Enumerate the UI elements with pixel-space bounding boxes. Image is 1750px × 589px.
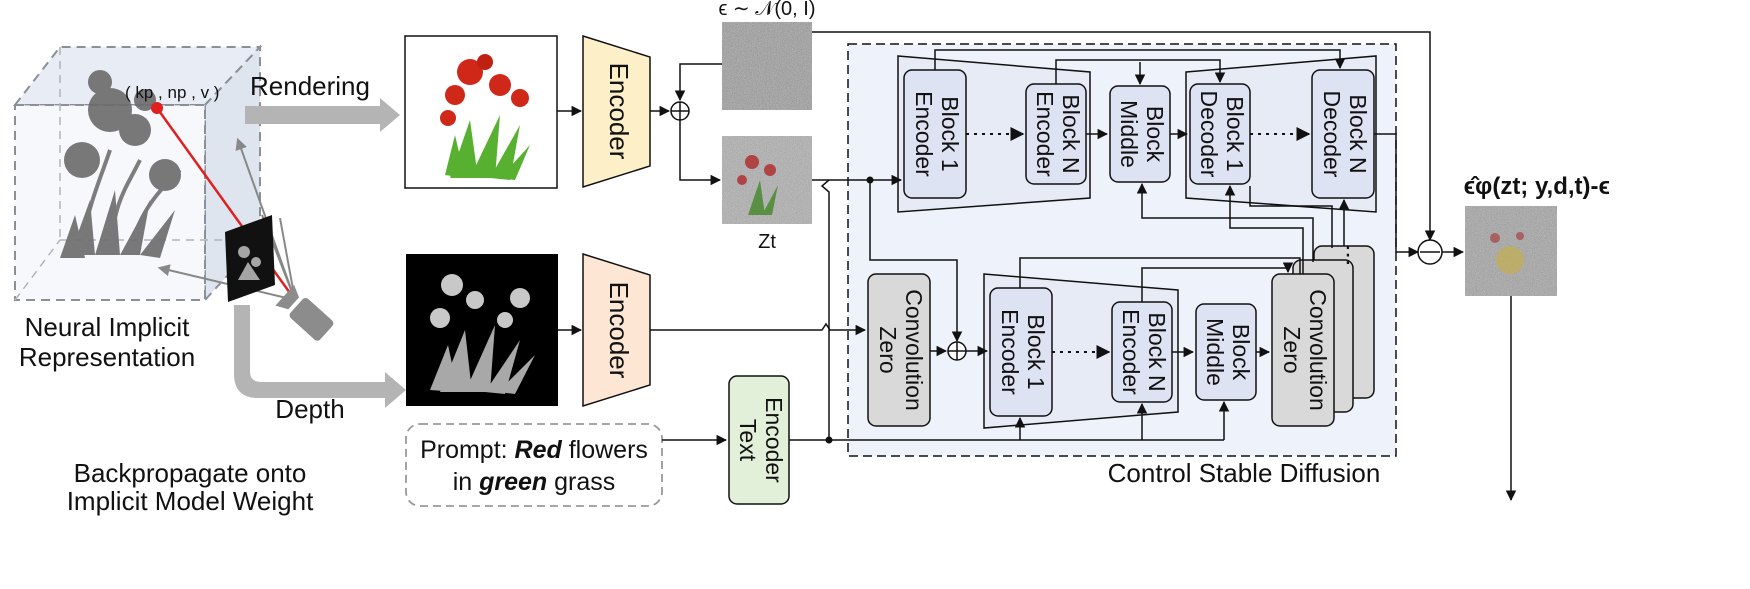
svg-text:Block 1: Block 1 [1222, 96, 1248, 171]
ctrl-encoder-block-1: Encoder Block 1 [989, 287, 1053, 417]
svg-text:Block N: Block N [1345, 94, 1371, 173]
nir-label-line1: Neural Implicit [25, 312, 190, 342]
svg-text:Encoder: Encoder [911, 91, 937, 177]
svg-text:Zero: Zero [1279, 326, 1305, 373]
svg-text:Decoder: Decoder [1319, 91, 1345, 178]
prompt-line-1: Prompt: Red flowers [420, 436, 648, 464]
svg-text:Block N: Block N [1144, 312, 1170, 391]
rendering-label: Rendering [250, 71, 370, 101]
svg-text:Middle: Middle [1116, 100, 1142, 168]
control-sd-label: Control Stable Diffusion [1108, 458, 1381, 488]
svg-text:Encoder: Encoder [1032, 91, 1058, 177]
svg-text:Convolution: Convolution [901, 289, 927, 410]
svg-text:Zero: Zero [875, 326, 901, 373]
svg-text:Block: Block [1228, 324, 1254, 381]
nir-label-line2: Representation [19, 342, 195, 372]
svg-text:Encoder: Encoder [1118, 309, 1144, 395]
ctrl-zero-conv-1: Zero Convolution [867, 273, 931, 427]
text-encoder-label-1: Text [735, 419, 761, 462]
ctrl-middle-block: Middle Block [1195, 303, 1257, 401]
noise-label: ϵ ∼ 𝒩(0, I) [719, 0, 816, 20]
svg-text:Block: Block [1142, 106, 1168, 163]
depth-encoder-label: Encoder [604, 282, 634, 379]
sample-coords: ( kp , np , v ) [125, 83, 219, 102]
stack-dots: ⋮ [1337, 242, 1359, 267]
depth-flowers [430, 274, 535, 394]
text-encoder-label-2: Encoder [761, 397, 787, 483]
svg-text:Convolution: Convolution [1305, 289, 1331, 410]
depth-encoder [582, 252, 651, 408]
rendering-encoder [582, 34, 651, 189]
prompt-line-2: in green grass [453, 468, 616, 496]
svg-text:Block 1: Block 1 [1023, 314, 1049, 389]
rendering-encoder-label: Encoder [604, 63, 634, 160]
camera-icon [275, 284, 334, 341]
sd-decoder-block-1: Decoder Block 1 [1189, 83, 1251, 185]
svg-text:Decoder: Decoder [1196, 91, 1222, 178]
sample-point [151, 102, 163, 114]
depth-plane-small [225, 215, 275, 302]
zt-label: Zt [758, 231, 776, 253]
backprop-label-line1: Backpropagate onto [74, 458, 307, 488]
svg-text:Block 1: Block 1 [937, 96, 963, 171]
rendered-flowers [440, 54, 530, 180]
svg-text:Encoder: Encoder [997, 309, 1023, 395]
prompt-box [405, 423, 663, 507]
svg-text:Block N: Block N [1058, 94, 1084, 173]
backprop-label-line2: Implicit Model Weight [67, 486, 314, 516]
output-formula: ϵ̂φ(zt; y,d,t)-ϵ [1464, 173, 1610, 200]
svg-text:Middle: Middle [1202, 318, 1228, 386]
ctrl-encoder-block-n: Encoder Block N [1111, 301, 1173, 403]
control-sd-frame [847, 43, 1397, 457]
depth-arrow [234, 305, 406, 408]
rendering-arrow [245, 98, 400, 132]
depth-label: Depth [275, 394, 344, 424]
sd-decoder-block-n: Decoder Block N [1311, 69, 1375, 199]
sd-encoder-block-n: Encoder Block N [1025, 83, 1087, 185]
sd-encoder-block-1: Encoder Block 1 [903, 69, 967, 199]
sd-middle-block: Middle Block [1109, 85, 1171, 183]
ctrl-zero-conv-2: Zero Convolution [1271, 273, 1335, 427]
gray-flower-plant [60, 70, 182, 258]
